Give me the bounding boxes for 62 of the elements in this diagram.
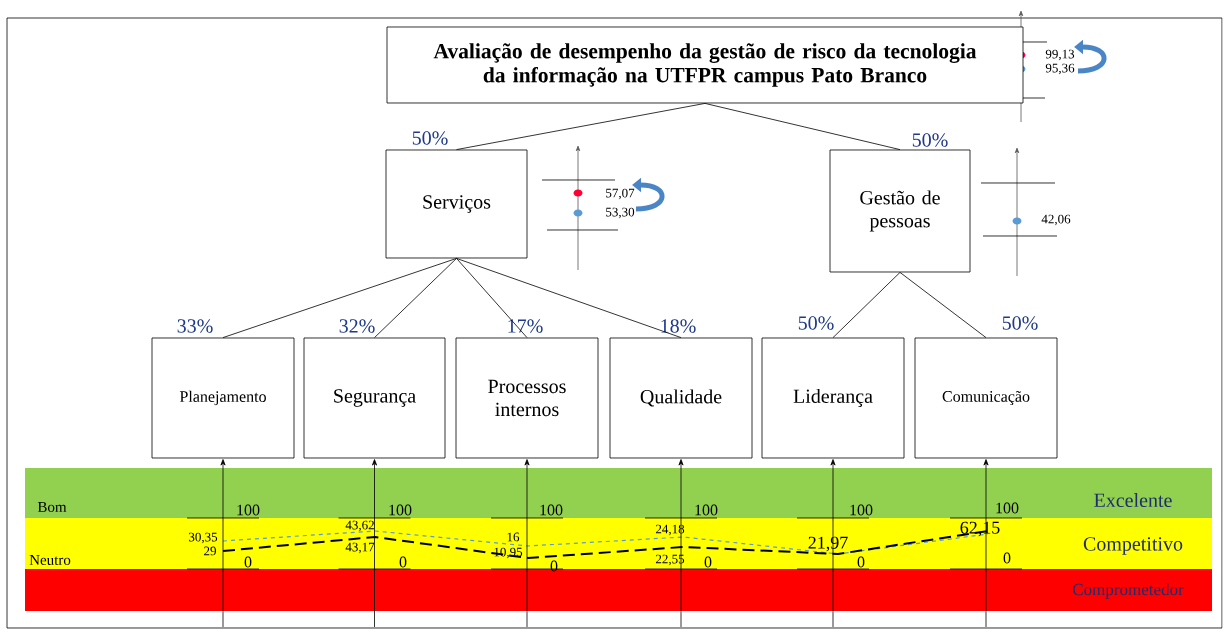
box: Gestão de pessoas	[829, 149, 971, 273]
value-label: 21,97	[808, 536, 848, 552]
value-label: 100	[237, 504, 260, 516]
value-label: 53,30	[606, 207, 635, 219]
percentage: 33%	[177, 319, 213, 333]
band-label: Neutro	[29, 555, 71, 565]
band-label: Competitivo	[1083, 537, 1183, 555]
connector-line	[456, 258, 528, 338]
value-label: 0	[550, 560, 558, 572]
value-label: 22,55	[655, 554, 685, 566]
title-box: Avaliação de desempenho da gestão de risco da tecnologia da informação na UTFPR campus Pato Branco	[386, 26, 1024, 104]
value-label: 42,06	[1041, 214, 1071, 226]
value-label: 100	[540, 504, 563, 516]
value-label: 100	[850, 504, 873, 516]
box: Serviços	[385, 149, 528, 259]
value-label: 62,15	[960, 521, 1000, 537]
percentage: 50%	[1002, 316, 1038, 330]
band-label: Comprometedor	[1073, 583, 1184, 599]
percentage: 18%	[661, 319, 696, 333]
value-label: 100	[695, 504, 718, 516]
band-label: Excelente	[1094, 492, 1172, 507]
value-label: 100	[996, 502, 1019, 514]
percentage: 32%	[339, 319, 375, 333]
connector-line	[374, 258, 457, 338]
value-label: 100	[389, 504, 412, 516]
axis-arrow	[678, 459, 684, 628]
value-label: 43,17	[345, 542, 375, 554]
box: Qualidade	[609, 337, 753, 459]
band-label: Bom	[37, 502, 67, 512]
value-label: 0	[399, 556, 407, 568]
connector-line	[456, 103, 706, 150]
value-label: 0	[704, 556, 712, 568]
axis-arrow	[983, 459, 989, 628]
value-label: 57,07	[606, 188, 635, 200]
axis-arrow	[372, 459, 377, 628]
connector-line	[899, 272, 987, 338]
axis-arrow	[524, 459, 530, 628]
connector-line	[704, 103, 901, 150]
connector-line	[456, 258, 682, 338]
value-label: 16	[507, 532, 520, 542]
axis-arrow	[830, 459, 836, 628]
percentage: 17%	[508, 319, 543, 333]
connector-line	[222, 258, 457, 338]
box: Planejamento	[151, 337, 295, 459]
value-label: 0	[857, 556, 865, 568]
value-label: 0	[1003, 552, 1011, 564]
axis-arrow	[220, 459, 226, 628]
connector-line	[832, 272, 901, 338]
value-label: 0	[244, 556, 252, 568]
percentage: 50%	[412, 131, 448, 145]
box: Liderança	[761, 337, 905, 459]
value-label: 43,62	[345, 520, 374, 532]
value-label: 95,36	[1045, 63, 1075, 75]
value-label: 30,35	[189, 532, 218, 544]
box: Segurança	[303, 337, 446, 459]
value-label: 99,13	[1045, 49, 1075, 61]
box: Processos internos	[455, 337, 599, 459]
value-label: 24,18	[655, 524, 685, 536]
percentage: 50%	[798, 316, 834, 330]
value-label: 29	[204, 546, 216, 556]
percentage: 50%	[912, 133, 948, 147]
box: Comunicação	[914, 337, 1058, 459]
